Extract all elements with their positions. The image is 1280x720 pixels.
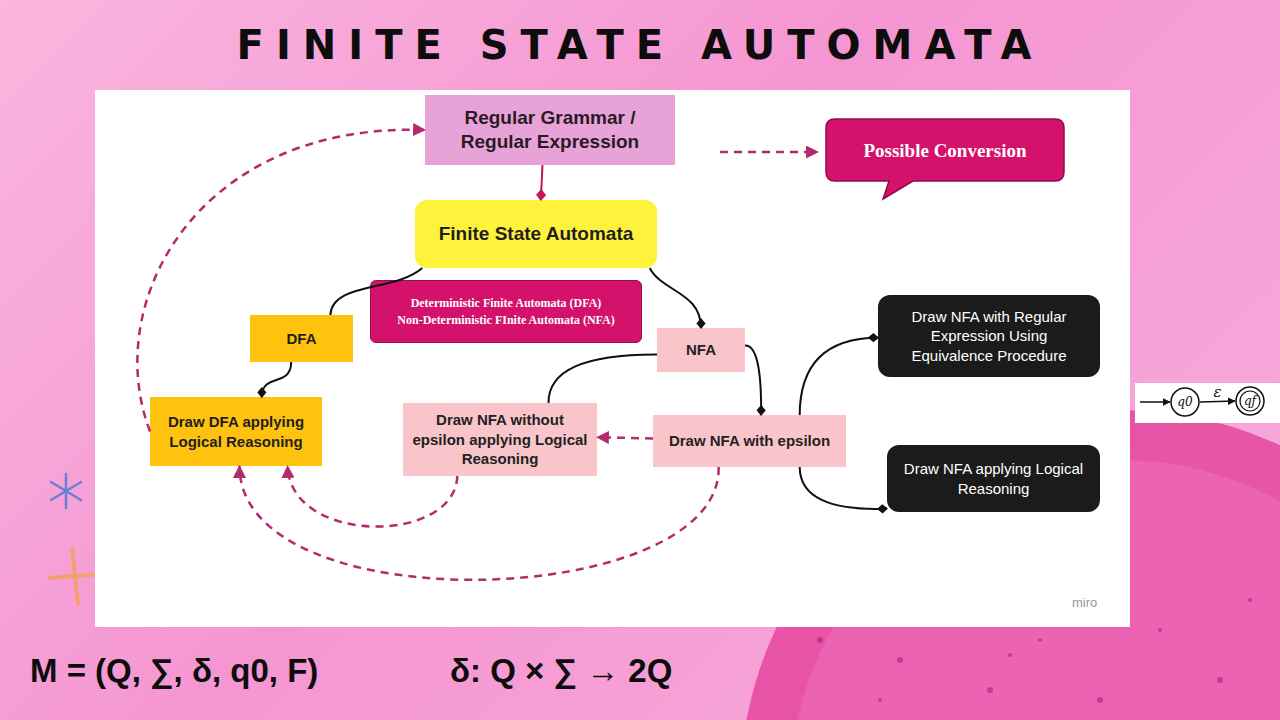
method-box: Draw DFA applying Logical Reasoning — [150, 397, 322, 466]
node-text: q0 — [1177, 395, 1192, 409]
node-text: Non-Deterministic FInite Automata (NFA) — [397, 312, 614, 328]
watermark: miro — [1072, 595, 1097, 610]
node-text: Draw NFA applying Logical Reasoning — [901, 459, 1086, 498]
formula: δ: Q × ∑ → 2Q — [450, 652, 672, 690]
conversion-arrow — [288, 466, 458, 527]
node-text: Possible Conversion — [863, 140, 1026, 162]
type-box: NFA — [657, 328, 745, 372]
hierarchy-line — [800, 338, 878, 415]
formula: M = (Q, ∑, δ, q0, F) — [30, 652, 318, 690]
speech-bubble: Possible Conversion — [825, 118, 1065, 200]
node-text: Deterministic Finite Automata (DFA) — [411, 295, 602, 311]
conversion-arrow — [239, 466, 718, 580]
node-text: Draw NFA without epsilon applying Logica… — [411, 410, 589, 469]
method-box: Draw NFA with Regular Expression Using E… — [878, 295, 1100, 377]
method-box: Draw NFA applying Logical Reasoning — [887, 445, 1100, 512]
hierarchy-line — [650, 268, 701, 328]
node-text: Draw DFA applying Logical Reasoning — [158, 412, 314, 451]
legend-dashed-arrow — [720, 151, 818, 154]
grammar-box: Regular Grammar / Regular Expression — [425, 95, 675, 165]
hierarchy-line — [800, 467, 887, 509]
page-title: FINITE STATE AUTOMATA — [0, 22, 1280, 68]
method-box: Draw NFA without epsilon applying Logica… — [403, 403, 597, 476]
edge-label: ε — [1213, 383, 1221, 401]
conversion-arrow — [137, 130, 425, 432]
hierarchy-line — [330, 268, 422, 315]
state-circle: q0 — [1170, 387, 1200, 417]
conversion-arrow — [597, 437, 653, 438]
type-box: DFA — [250, 315, 353, 362]
final-state-circle: qf — [1235, 386, 1265, 416]
node-text: Finite State Automata — [439, 223, 634, 245]
start-arrow — [1140, 401, 1170, 403]
node-text: DFA — [287, 329, 317, 349]
hierarchy-line — [541, 165, 543, 200]
info-box: Deterministic Finite Automata (DFA)Non-D… — [370, 280, 642, 343]
method-box: Draw NFA with epsilon — [653, 415, 846, 467]
hierarchy-line — [1200, 401, 1235, 402]
node-text: NFA — [686, 340, 716, 360]
node-text: Regular Grammar / Regular Expression — [433, 106, 667, 155]
node-text: qf — [1244, 394, 1256, 408]
hierarchy-line — [262, 362, 291, 397]
root-box: Finite State Automata — [415, 200, 657, 268]
node-text: Draw NFA with epsilon — [669, 431, 830, 451]
node-text: Draw NFA with Regular Expression Using E… — [892, 307, 1086, 366]
hierarchy-line — [548, 354, 657, 403]
hierarchy-line — [745, 346, 761, 415]
